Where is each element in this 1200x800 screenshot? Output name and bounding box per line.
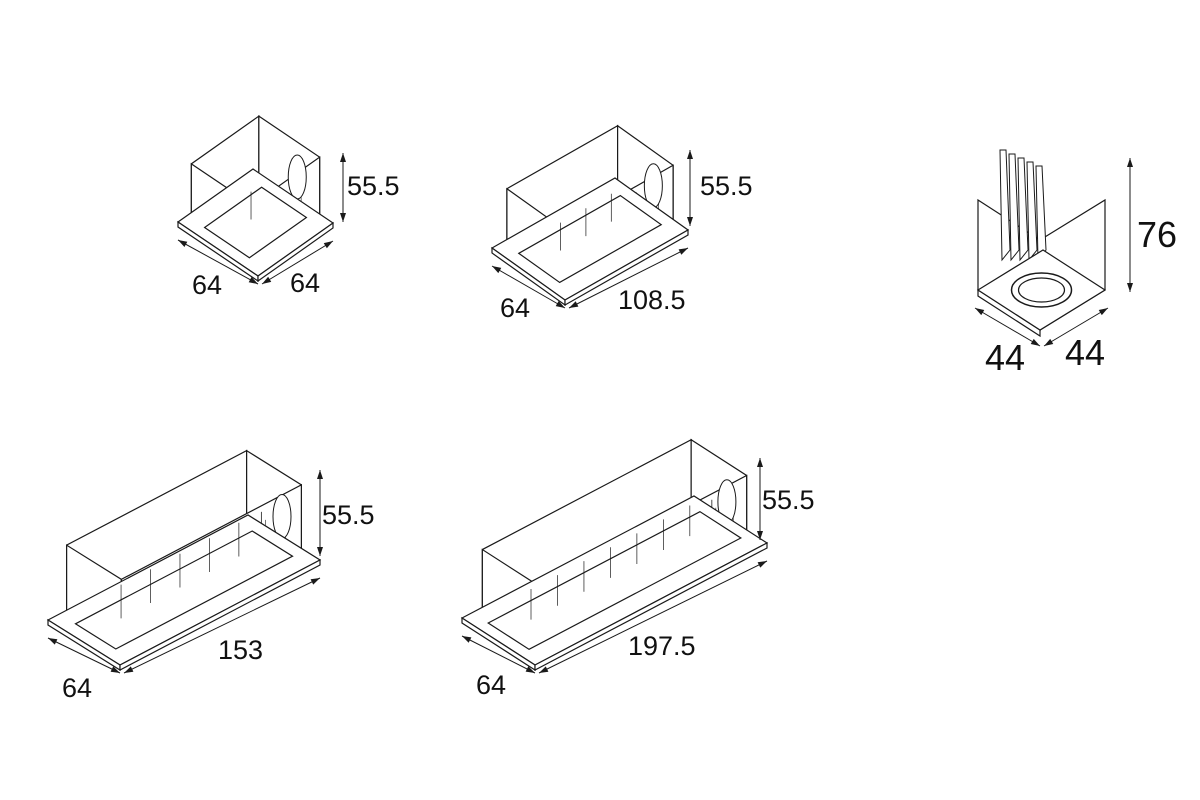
arrowhead-icon (110, 666, 120, 673)
frame-opening (486, 510, 743, 651)
arrowhead-icon (1044, 338, 1054, 346)
frame-opening (517, 194, 663, 284)
frame-edge-front (257, 221, 334, 283)
dimension-depth-line (177, 239, 259, 285)
frame-opening (74, 530, 294, 650)
arrowhead-icon (555, 300, 565, 308)
height-label-2: 55.5 (700, 171, 753, 201)
arrowhead-icon (687, 150, 693, 159)
arrowhead-icon (525, 666, 535, 673)
drawing-module-1x (176, 114, 346, 285)
dimension-length-line (261, 240, 334, 285)
heatsink-fin (1008, 153, 1020, 262)
dimension-depth-line (461, 635, 536, 674)
frame-edge-front (534, 542, 768, 671)
drawing-module-4x (460, 438, 769, 674)
dimension-length-line (538, 560, 768, 674)
arrowhead-icon (569, 301, 579, 308)
length-label-2: 108.5 (618, 285, 686, 315)
dimension-depth-line (974, 307, 1041, 347)
arrowhead-icon (687, 217, 693, 226)
arrowhead-icon (310, 578, 320, 585)
arrowhead-icon (462, 636, 472, 643)
length-label-3: 44 (1065, 332, 1106, 373)
arrowhead-icon (1098, 308, 1108, 316)
arrowhead-icon (262, 276, 272, 284)
arrowhead-icon (48, 638, 58, 645)
arrowhead-icon (1127, 283, 1133, 292)
depth-label-4: 64 (62, 673, 93, 703)
drawing-module-2x (490, 124, 693, 309)
length-label-4: 153 (218, 635, 264, 665)
arrowhead-icon (248, 277, 258, 284)
arrowhead-icon (340, 213, 346, 222)
heatsink-fin (1017, 157, 1029, 262)
depth-label-5: 64 (476, 670, 507, 700)
height-label-4: 55.5 (322, 500, 375, 530)
arrowhead-icon (1030, 338, 1040, 346)
length-label-5: 197.5 (628, 631, 696, 661)
arrowhead-icon (317, 547, 323, 556)
arrowhead-icon (178, 240, 188, 247)
length-label-1: 64 (290, 268, 321, 298)
arrowhead-icon (323, 241, 333, 249)
depth-label-3: 44 (985, 337, 1026, 378)
frame-edge-front (564, 228, 689, 307)
arrowhead-icon (340, 153, 346, 162)
dimension-depth-line (47, 637, 121, 674)
heatsink-fin (999, 149, 1011, 262)
arrowhead-icon (678, 248, 688, 255)
depth-label-2: 64 (500, 293, 531, 323)
spring-clip (287, 154, 307, 200)
heatsink-fin (1035, 165, 1047, 262)
height-label-3: 76 (1137, 214, 1178, 255)
heatsink-fin (1026, 161, 1038, 262)
frame-edge-front (119, 559, 321, 671)
arrowhead-icon (124, 666, 134, 673)
frame-opening (203, 186, 308, 259)
dimension-length-line (1043, 307, 1109, 347)
arrowhead-icon (539, 666, 549, 673)
height-label-1: 55.5 (347, 171, 400, 201)
arrowhead-icon (317, 470, 323, 479)
arrowhead-icon (757, 561, 767, 568)
dimension-length-line (123, 577, 321, 674)
arrowhead-icon (1127, 158, 1133, 167)
arrowhead-icon (757, 531, 763, 540)
arrowhead-icon (975, 308, 985, 316)
arrowhead-icon (757, 458, 763, 467)
height-label-5: 55.5 (762, 485, 815, 515)
arrowhead-icon (492, 266, 502, 274)
dimension-length-line (568, 247, 689, 309)
dimension-depth-line (491, 265, 566, 309)
drawing-module-single-cube (974, 149, 1133, 347)
drawing-module-3x (46, 449, 323, 674)
depth-label-1: 64 (192, 270, 223, 300)
lens-ring-inner (1017, 277, 1066, 303)
